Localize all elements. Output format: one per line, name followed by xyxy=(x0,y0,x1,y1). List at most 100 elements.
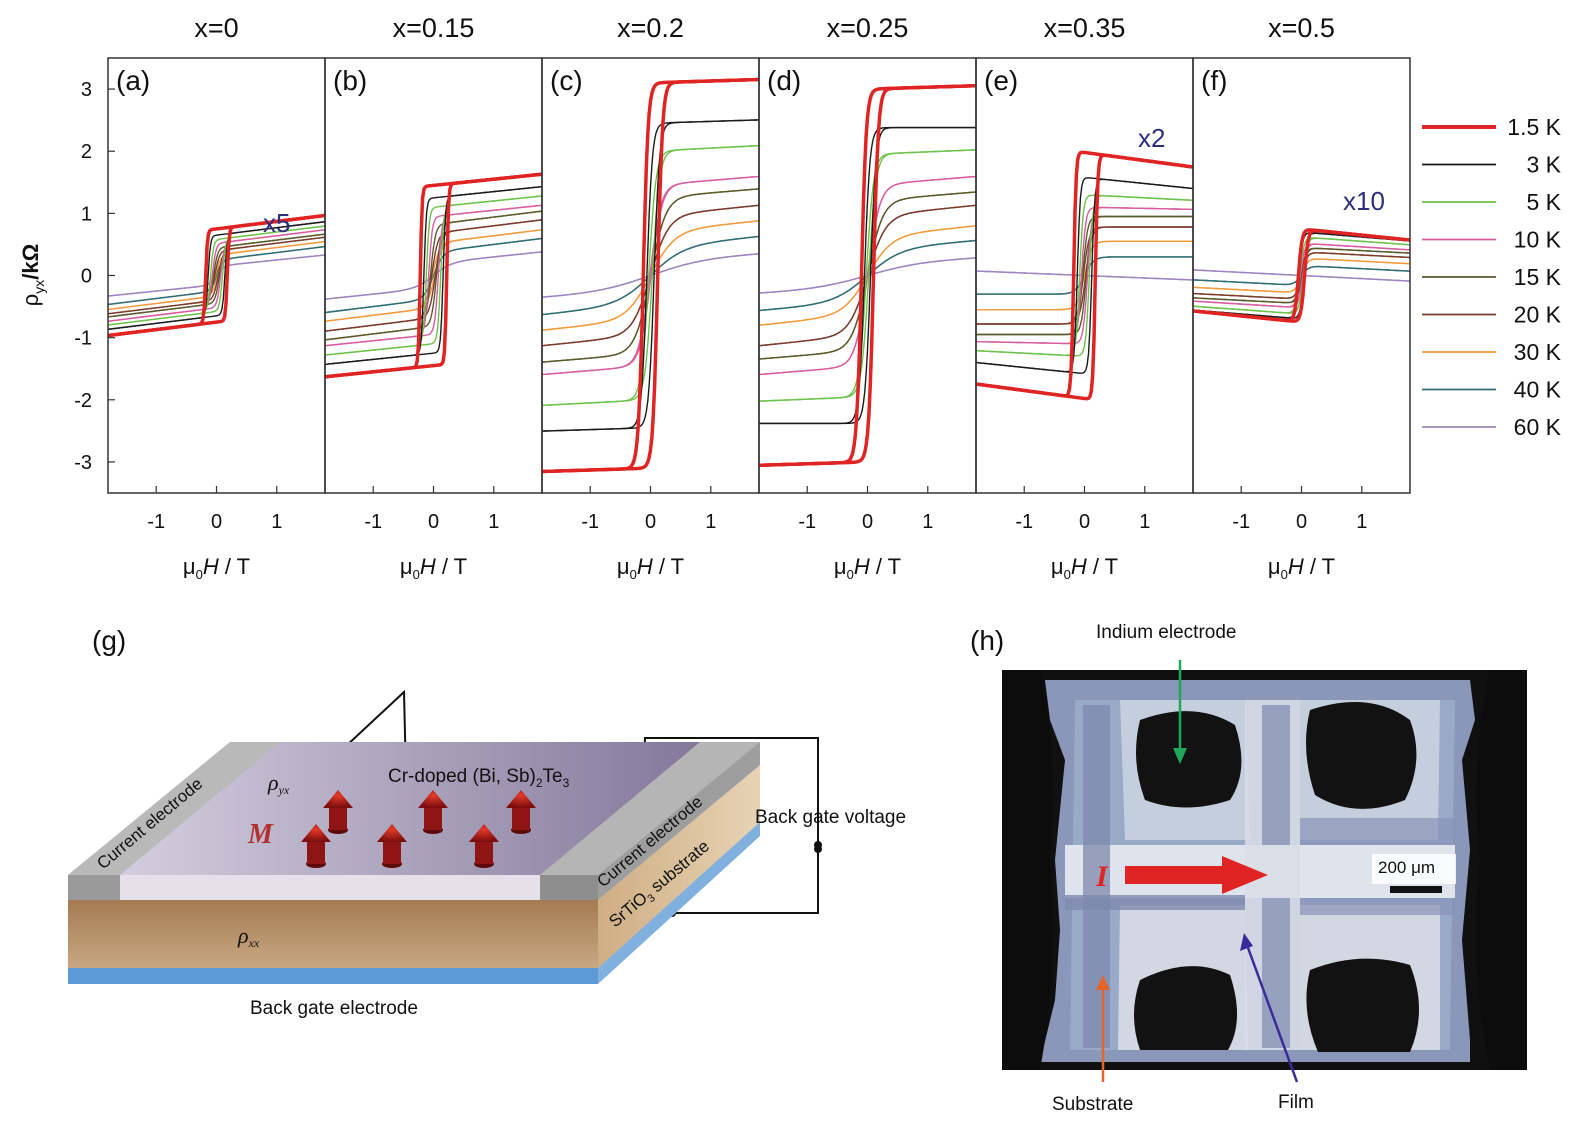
curve-15k-down xyxy=(1193,247,1410,304)
x-tick-label: -1 xyxy=(147,511,165,533)
curve-5k-down xyxy=(976,194,1193,356)
current-arrow xyxy=(1125,856,1268,894)
curve-3k-down xyxy=(542,119,759,432)
rho-yx-label: ρyx xyxy=(267,770,290,797)
x-tick-label: 1 xyxy=(922,511,933,533)
x-tick-label: -1 xyxy=(581,511,599,533)
panel-h-label: (h) xyxy=(970,625,1004,656)
curve-30k-down xyxy=(976,240,1193,311)
y-tick-label: 0 xyxy=(81,266,92,288)
arrow-head xyxy=(323,790,353,808)
magnetization-label: M xyxy=(247,819,274,850)
arrow-head xyxy=(469,824,499,842)
device-stack xyxy=(68,742,760,984)
x-tick-label: -1 xyxy=(798,511,816,533)
scale-bar-bg xyxy=(1372,854,1456,884)
annotation-arrows xyxy=(1096,660,1299,1083)
arrow-shaft xyxy=(307,842,325,864)
back-gate-voltage: Back gate voltage xyxy=(755,807,906,828)
curve-10k-down xyxy=(976,206,1193,345)
panel-title: x=0 xyxy=(194,13,238,43)
x-tick-label: 1 xyxy=(271,511,282,533)
y-axis-label: ρyx/kΩ xyxy=(18,244,47,307)
panel-e: -1 0 1 μ0H / T x=0.35 (e) x2 xyxy=(975,13,1194,582)
multiplier-label: x2 xyxy=(1138,123,1165,153)
panel-label: (b) xyxy=(333,65,367,96)
x-tick-label: 0 xyxy=(1079,511,1090,533)
curve-1.5k-down xyxy=(759,83,976,468)
x-tick-label: 1 xyxy=(1356,511,1367,533)
indium-electrode-label: Indium electrode xyxy=(1096,622,1236,643)
curve-5k-down xyxy=(108,225,325,326)
legend-label: 10 K xyxy=(1514,227,1562,253)
film-label: Cr-doped (Bi, Sb)2Te3 xyxy=(388,766,570,790)
scale-bar-label: 200 μm xyxy=(1378,858,1435,877)
legend-label: 1.5 K xyxy=(1507,114,1561,140)
arrow-head xyxy=(377,824,407,842)
x-axis-label: μ0H / T xyxy=(183,554,250,582)
curve-15k-down xyxy=(108,233,325,318)
curve-1.5k-down xyxy=(325,172,542,379)
curve-1.5k-down xyxy=(542,77,759,474)
curve-20k-down xyxy=(108,236,325,315)
legend-label: 60 K xyxy=(1514,414,1562,440)
rho-xx-label: ρxx xyxy=(237,923,260,950)
film-annotation: Film xyxy=(1278,1092,1314,1113)
panel-title: x=0.25 xyxy=(827,13,909,43)
arrow-shaft xyxy=(383,842,401,864)
curve-40k-down xyxy=(108,245,325,306)
panel-g-label: (g) xyxy=(92,625,126,656)
arrow-shaft xyxy=(512,808,530,830)
x-axis-label: μ0H / T xyxy=(617,554,684,582)
panel-label: (a) xyxy=(116,65,150,96)
curve-10k-down xyxy=(325,204,542,347)
scale-bar xyxy=(1390,886,1442,893)
x-tick-label: -1 xyxy=(1015,511,1033,533)
y-tick-label: -2 xyxy=(74,390,92,412)
curve-1.5k-down xyxy=(108,213,325,338)
x-tick-label: 0 xyxy=(645,511,656,533)
x-tick-label: 1 xyxy=(488,511,499,533)
panel-title: x=0.35 xyxy=(1044,13,1126,43)
arrow-shaft xyxy=(424,808,442,830)
back-gate-electrode: Back gate electrode xyxy=(250,998,418,1019)
curve-3k-down xyxy=(108,221,325,330)
arrow-shaft xyxy=(475,842,493,864)
x-axis-label: μ0H / T xyxy=(834,554,901,582)
multiplier-label: x5 xyxy=(263,208,290,238)
panel-title: x=0.15 xyxy=(393,13,475,43)
x-tick-label: 0 xyxy=(428,511,439,533)
curve-1.5k-down xyxy=(976,150,1193,398)
y-tick-label: 3 xyxy=(81,79,92,101)
y-tick-label: 1 xyxy=(81,203,92,225)
x-tick-label: 0 xyxy=(211,511,222,533)
panel-h: (h) Indium electrode xyxy=(970,622,1527,1115)
panel-label: (c) xyxy=(550,65,583,96)
x-tick-label: 1 xyxy=(1139,511,1150,533)
curve-5k-down xyxy=(759,149,976,402)
curve-10k-down xyxy=(1193,243,1410,308)
ylabel-main: ρ xyxy=(18,294,43,307)
curve-15k-down xyxy=(325,210,542,341)
y-tick-label: -1 xyxy=(74,328,92,350)
panel-title: x=0.5 xyxy=(1268,13,1335,43)
curve-10k-down xyxy=(108,229,325,322)
curve-3k-down xyxy=(976,177,1193,373)
panel-label: (e) xyxy=(984,65,1018,96)
legend-label: 40 K xyxy=(1514,377,1562,403)
curve-30k-down xyxy=(325,229,542,322)
magnetization-arrows xyxy=(301,790,536,868)
panel-a: -1 0 1 μ0H / T x=0 (a) x5 xyxy=(107,13,326,582)
legend: 1.5 K3 K5 K10 K15 K20 K30 K40 K60 K xyxy=(1422,114,1562,440)
x-tick-label: 0 xyxy=(862,511,873,533)
x-axis-label: μ0H / T xyxy=(400,554,467,582)
arrow-head xyxy=(301,824,331,842)
x-axis-label: μ0H / T xyxy=(1051,554,1118,582)
legend-label: 20 K xyxy=(1514,302,1562,328)
curve-10k-down xyxy=(759,175,976,376)
curve-15k-down xyxy=(976,215,1193,336)
